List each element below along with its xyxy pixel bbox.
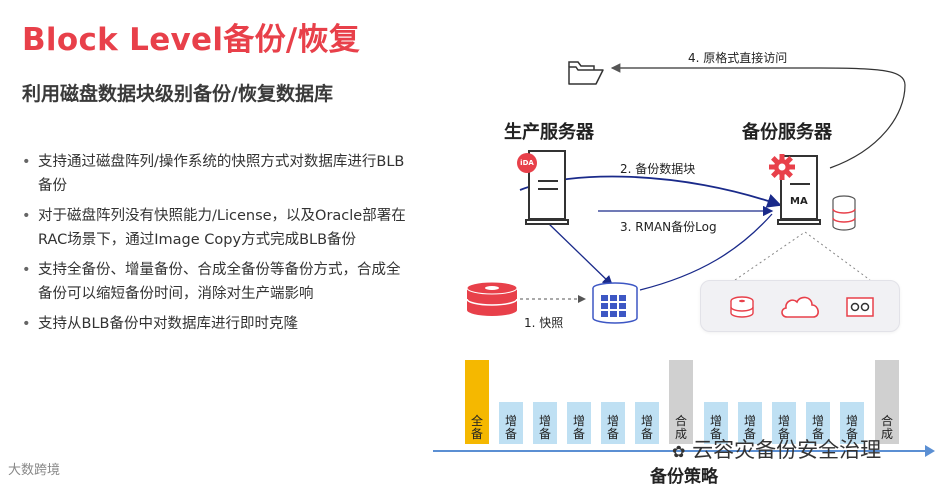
timeline-bar-inc: [601, 402, 625, 444]
timeline-bar-inc: [704, 402, 728, 444]
timeline-axis-arrowhead: [925, 445, 935, 457]
folder-icon: [568, 61, 604, 85]
production-server-title: 生产服务器: [504, 122, 594, 143]
backup-server-title: 备份服务器: [742, 122, 832, 143]
page-title: Block Level备份/恢复: [22, 22, 361, 58]
cloud-icon: [781, 296, 819, 318]
footer-text: 大数跨境: [8, 463, 61, 478]
step1-label: 1. 快照: [524, 316, 564, 330]
timeline-bar-inc: [840, 402, 864, 444]
timeline-bar-label: 增备: [504, 414, 517, 441]
arrow-step4: [610, 63, 906, 169]
feature-item: 支持通过磁盘阵列/操作系统的快照方式对数据库进行BLB备份: [22, 150, 412, 198]
feature-item: 支持全备份、增量备份、合成全备份等备份方式，合成全备份可以缩短备份时间，消除对生…: [22, 258, 412, 306]
watermark-text: 云容灾备份安全治理: [692, 438, 882, 462]
feature-item: 支持从BLB备份中对数据库进行即时克隆: [22, 312, 412, 336]
connector-lines: [734, 231, 871, 281]
feature-item: 对于磁盘阵列没有快照能力/License，以及Oracle部署在RAC场景下，通…: [22, 204, 412, 252]
ida-badge: iDA: [517, 153, 537, 173]
timeline-bar-inc: [806, 402, 830, 444]
watermark: ✿ 云容灾备份安全治理: [672, 434, 881, 464]
timeline-bar-label: 增备: [811, 414, 824, 441]
step4-label: 4. 原格式直接访问: [688, 51, 788, 65]
timeline-bar-label: 合成: [880, 414, 893, 441]
step2-label: 2. 备份数据块: [620, 162, 696, 176]
timeline-bar-inc: [772, 402, 796, 444]
wechat-icon: ✿: [672, 442, 686, 461]
gear-icon: [769, 154, 795, 180]
timeline-bar-label: 增备: [743, 414, 756, 441]
timeline-bar-inc: [533, 402, 557, 444]
timeline-axis: [433, 450, 928, 452]
timeline-bar-label: 增备: [572, 414, 585, 441]
timeline-bar-label: 增备: [845, 414, 858, 441]
timeline-bar-label: 增备: [538, 414, 551, 441]
timeline-bar-inc: [567, 402, 591, 444]
timeline-bar-label: 增备: [777, 414, 790, 441]
step3-label: 3. RMAN备份Log: [620, 220, 717, 234]
tape-icon: [846, 297, 874, 317]
backup-strategy-caption: 备份策略: [650, 467, 718, 487]
timeline-bar-inc: [635, 402, 659, 444]
footer-logo: 大数跨境: [8, 459, 60, 478]
arrow-snapshot-to-backup: [639, 213, 773, 291]
timeline-bar-label: 增备: [606, 414, 619, 441]
timeline-bar-inc: [499, 402, 523, 444]
disk-target-icon: [730, 296, 754, 318]
timeline-bar-merge: [875, 360, 899, 444]
timeline-bar-label: 合成: [674, 414, 687, 441]
snapshot-database-icon: [592, 282, 638, 324]
backup-server: [777, 155, 821, 225]
ma-badge: MA: [790, 196, 808, 207]
timeline-bar-merge: [669, 360, 693, 444]
timeline-bar-label: 全备: [470, 414, 483, 441]
feature-list: 支持通过磁盘阵列/操作系统的快照方式对数据库进行BLB备份 对于磁盘阵列没有快照…: [22, 150, 412, 342]
timeline-bar-full: [465, 360, 489, 444]
timeline-bar-inc: [738, 402, 762, 444]
timeline-bar-label: 增备: [640, 414, 653, 441]
arrow-server-to-snapshot: [547, 222, 613, 286]
storage-targets: [700, 280, 900, 332]
page-subtitle: 利用磁盘数据块级别备份/恢复数据库: [22, 83, 333, 105]
timeline-bar-label: 增备: [709, 414, 722, 441]
disk-icon: [466, 281, 518, 316]
database-icon: [832, 195, 856, 231]
